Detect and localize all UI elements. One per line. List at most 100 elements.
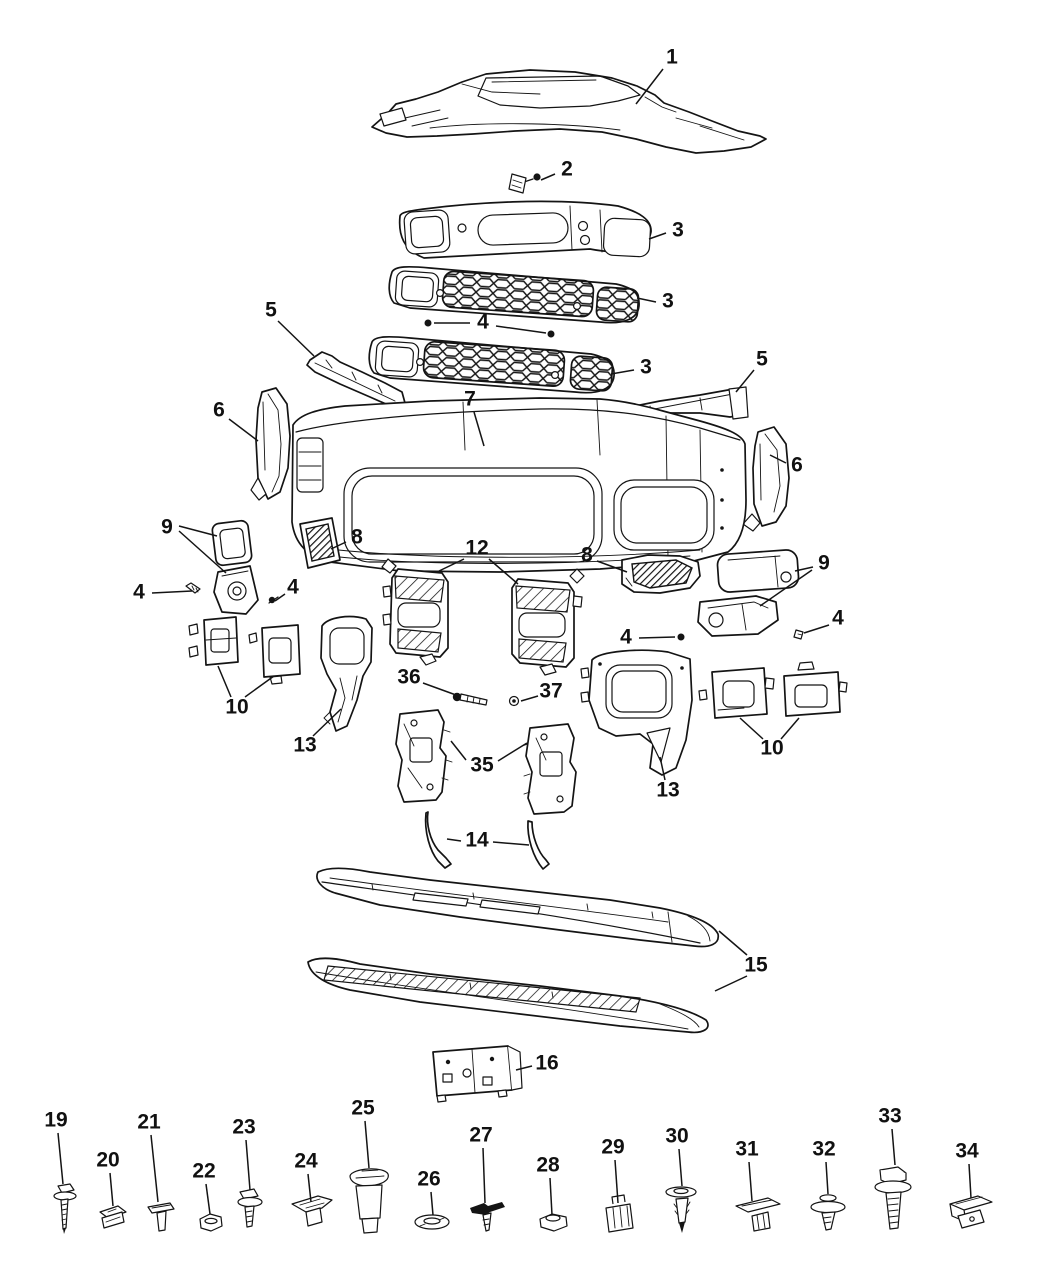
callout-sight-shield: 1 [666,46,678,69]
callout-fastener-28: 28 [536,1154,560,1177]
part-8-bezel-left [299,517,341,569]
callout-fastener-34: 34 [955,1140,979,1163]
callout-fastener-20: 20 [96,1149,119,1172]
callout-fastener-33: 33 [878,1105,901,1128]
callout-fastener-32: 32 [812,1138,835,1161]
callout-side-bracket-right: 6 [791,454,803,477]
callout-valance-panels: 15 [744,954,768,977]
leader-line-license-bracket [515,1065,533,1071]
callout-nut-37: 37 [539,680,562,703]
part-14-support-straps [424,811,550,870]
leader-line-support-straps [446,838,462,842]
callout-fastener-24: 24 [294,1150,318,1173]
fastener-25-bolt [349,1168,389,1234]
fastener-dot-screw-right-inner [677,633,685,641]
callout-side-bracket-left: 6 [213,399,225,422]
fastener-19-bolt [53,1183,77,1234]
callout-bumper-face-bar: 7 [464,388,476,411]
callout-fastener-30: 30 [665,1125,688,1148]
part-5-rail-left [306,351,406,409]
fastener-20-clip [99,1205,127,1229]
fastener-dot-grille-screw-pair [547,330,555,338]
callout-bezel-right: 8 [581,544,593,567]
leader-line-fog-bezels-right [759,569,813,607]
fastener-21-pin [147,1202,175,1232]
callout-grille-insert-lower: 3 [640,356,652,379]
part-3-upper-bumper-bar [398,200,652,259]
callout-upper-rail-left: 5 [265,299,277,322]
part-9-fog-bezels-right [697,549,800,637]
leader-line-fastener-22 [205,1183,211,1215]
leader-line-support-straps [492,841,530,846]
part-12-mount-brackets [381,558,585,676]
leader-line-fastener-26 [430,1191,434,1216]
callout-brackets-right: 10 [760,737,783,760]
leader-line-nut-37 [520,695,539,702]
callout-fastener-23: 23 [232,1116,255,1139]
leader-line-fastener-31 [748,1161,753,1202]
callout-fastener-25: 25 [351,1097,375,1120]
leader-line-fastener-23 [245,1139,251,1191]
leader-line-valance-panels [718,930,748,956]
callout-mount-brackets: 12 [465,537,488,560]
fastener-26-washer [414,1214,450,1230]
leader-line-upper-bumper-bar [648,232,667,240]
fastener-34-clip-nut [949,1195,993,1229]
fastener-33-bolt [874,1166,912,1230]
callout-fog-bezels-left: 9 [161,516,173,539]
part-7-bumper-face-bar [291,397,747,573]
fastener-27-wing-pin [470,1202,505,1232]
callout-fastener-19: 19 [44,1109,67,1132]
leader-line-mount-brackets [438,558,465,572]
part-3-grille-insert-lower [368,335,615,394]
part-6-side-bracket-left [250,387,291,501]
callout-screw-left-inner: 4 [287,576,299,599]
callout-clip-2: 2 [561,158,573,181]
part-35-support-plates [395,709,577,815]
leader-line-fastener-33 [891,1128,896,1166]
fastener-31-clip [735,1197,781,1232]
leader-line-brackets-left [244,675,275,698]
leader-line-brackets-right [780,717,800,740]
part-10-brackets-right [698,661,848,719]
callout-bezel-left: 8 [351,526,363,549]
fastener-24-clip [291,1195,333,1227]
callout-grille-screw-pair: 4 [477,311,489,334]
leader-line-valance-panels [714,975,748,992]
callout-fastener-21: 21 [137,1111,161,1134]
callout-screw-left-outer: 4 [133,581,145,604]
leader-line-fastener-32 [825,1161,829,1195]
leader-line-fastener-19 [57,1132,64,1185]
leader-line-screw-left-inner [274,593,286,602]
callout-closeout-left: 13 [293,734,316,757]
callout-screw-right-outer: 4 [832,607,844,630]
leader-line-grille-insert-upper [636,297,657,303]
leader-line-fog-bezels-left [178,525,218,537]
fastener-23-bolt [237,1188,263,1228]
callout-fastener-27: 27 [469,1124,492,1147]
part-3-grille-insert-upper [388,265,640,324]
leader-line-screw-right-inner [638,636,676,639]
callout-license-bracket: 16 [535,1052,558,1075]
callout-screw-36: 36 [397,666,420,689]
leader-line-bezel-right [596,560,628,573]
leader-line-clip-2 [540,173,556,181]
callout-grille-insert-upper: 3 [662,290,674,313]
callout-support-straps: 14 [465,829,489,852]
leader-line-fastener-24 [307,1173,312,1203]
callout-fastener-31: 31 [735,1138,759,1161]
part-37-nut [508,695,520,707]
leader-line-bumper-face-bar [473,411,485,447]
leader-line-screw-left-outer [151,590,193,594]
leader-line-screw-36 [422,682,457,696]
fastener-22-nut [199,1213,223,1232]
fastener-dot-grille-screw-pair [424,319,432,327]
leader-line-brackets-right [739,717,764,740]
leader-line-mount-brackets [488,558,519,585]
leader-line-sight-shield [635,68,664,105]
leader-line-grille-insert-lower [610,369,635,375]
leader-line-grille-screw-pair [495,325,547,334]
